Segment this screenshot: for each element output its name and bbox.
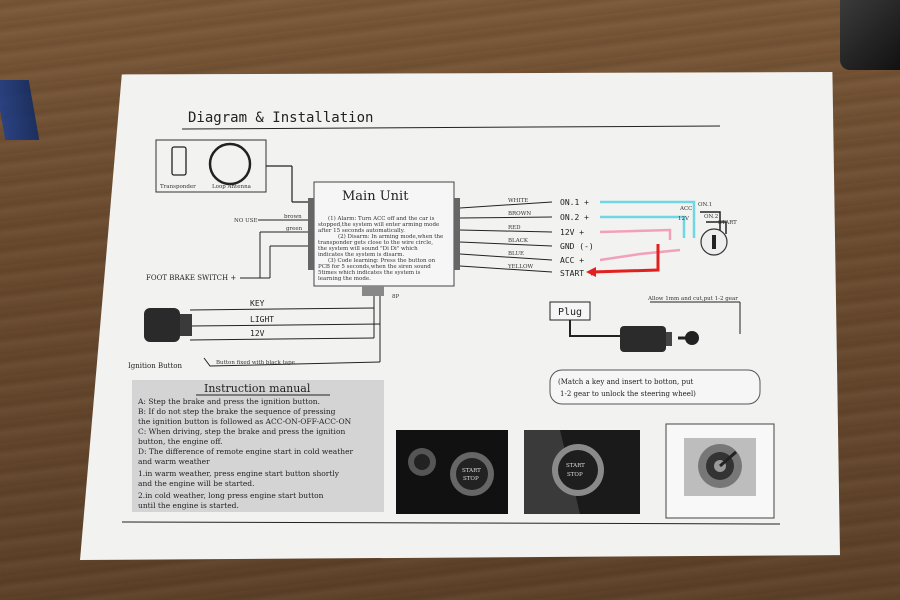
key-note-line-2: 1-2 gear to unlock the steering wheel) (560, 390, 696, 398)
connector-8p (362, 286, 384, 296)
term-gnd: GND (-) (560, 242, 594, 251)
plug-label: Plug (558, 307, 582, 318)
svg-text:D: The difference of remote en: D: The difference of remote engine start… (138, 447, 354, 456)
term-on1: ON.1 + (560, 198, 589, 207)
photo-start-button-1: START STOP (396, 430, 508, 514)
wire-key: KEY (250, 299, 265, 308)
svg-text:(1) Alarm: Turn ACC off and th: (1) Alarm: Turn ACC off and the car is (328, 215, 435, 222)
svg-text:PCB for 5 seconds,when the sir: PCB for 5 seconds,when the siren sound (318, 264, 431, 270)
green-wire-label: green (286, 226, 303, 232)
foot-brake-label: FOOT BRAKE SWITCH + (146, 274, 236, 282)
svg-text:B: If do not step the brake t: B: If do not step the brake the sequence… (138, 407, 336, 416)
svg-text:learning the mode.: learning the mode. (318, 276, 371, 282)
wire-light: LIGHT (250, 315, 274, 324)
key-note-box (549, 369, 761, 405)
term-acc: ACC + (560, 256, 584, 265)
ignition-button-label: Ignition Button (128, 362, 182, 370)
term-on2: ON.2 + (560, 213, 589, 222)
svg-text:(3) Code learning: Press the b: (3) Code learning: Press the button on (328, 257, 436, 264)
loop-antenna-label: Loop Antenna (212, 184, 252, 190)
connector-label: 8P (392, 294, 399, 300)
svg-text:START: START (462, 468, 481, 474)
wire-red: RED (508, 225, 521, 231)
svg-text:indicates the system is disarm: indicates the system is disarm. (318, 252, 404, 258)
no-use-label: NO USE (234, 218, 258, 224)
plug-note: Allow 1mm and cut,put 1-2 gear (647, 296, 738, 302)
svg-text:after 15 seconds automatically: after 15 seconds automatically. (318, 228, 405, 234)
ign-start-label: START (718, 220, 737, 226)
svg-text:the system will sound "Di Di": the system will sound "Di Di" which (318, 246, 418, 252)
ign-12v-label: 12V (678, 216, 690, 222)
manual-title: Instruction manual (204, 382, 311, 395)
wire-white: WHITE (508, 198, 528, 204)
wire-black: BLACK (508, 238, 529, 244)
button-note: Button fixed with black tape (216, 360, 295, 366)
output-wires (459, 201, 553, 273)
svg-text:and warm weather: and warm weather (138, 457, 210, 466)
main-unit-label: Main Unit (342, 189, 409, 204)
loop-antenna-icon (208, 142, 252, 186)
svg-text:1.in warm weather, press engin: 1.in warm weather, press engine start bu… (138, 469, 340, 478)
svg-text:2.in cold weather, long press: 2.in cold weather, long press engine sta… (138, 491, 324, 500)
svg-text:stopped,the system will enter: stopped,the system will enter arming mod… (318, 222, 439, 228)
wire-blue: BLUE (508, 251, 524, 257)
steering-lock-icon (620, 326, 666, 352)
diagram-title: Diagram & Installation (188, 110, 373, 126)
photo-key-lock (665, 423, 775, 519)
svg-text:(2) Disarm: In arming mode,whe: (2) Disarm: In arming mode,when the (338, 233, 443, 240)
svg-text:C: When driving, step the brak: C: When driving, step the brake and pres… (138, 427, 345, 436)
svg-text:STOP: STOP (567, 472, 583, 478)
svg-text:5times which indicates the sys: 5times which indicates the system is (318, 270, 421, 276)
wire-brown: BROWN (508, 211, 531, 217)
term-12v: 12V + (560, 228, 584, 237)
key-note-line-1: (Match a key and insert to botton, put (558, 378, 693, 386)
svg-text:the ignition button is followe: the ignition button is followed as ACC-O… (138, 417, 352, 426)
ign-acc-label: ACC (679, 206, 692, 212)
highlight-wires (586, 200, 727, 277)
svg-text:and the engine will be started: and the engine will be started. (138, 479, 254, 488)
key-icon (685, 331, 699, 345)
main-unit-notes: (1) Alarm: Turn ACC off and the car is s… (318, 215, 443, 282)
svg-text:button, the engine off.: button, the engine off. (138, 437, 223, 446)
ign-on1-label: ON.1 (698, 202, 712, 208)
wire-yellow: YELLOW (507, 264, 533, 270)
photo-start-button-2: START STOP (524, 430, 640, 514)
bottom-rule (121, 521, 781, 525)
title-underline (181, 125, 721, 130)
svg-text:until the engine is started.: until the engine is started. (138, 501, 239, 510)
brown-wire-label: brown (284, 214, 302, 220)
transponder-label: Transponder (160, 184, 196, 190)
transponder-icon (171, 146, 187, 176)
term-start: START + (560, 269, 594, 278)
ign-on2-label: ON.2 (704, 214, 718, 220)
svg-text:STOP: STOP (463, 476, 479, 482)
diagram-content: Diagram & Installation Transponder Loop … (80, 72, 840, 560)
instruction-manual-box (132, 380, 384, 512)
svg-text:A: Step the brake and press th: A: Step the brake and press the ignition… (137, 397, 320, 406)
svg-text:START: START (566, 463, 585, 469)
wire-12v: 12V (250, 329, 265, 338)
laptop-corner (840, 0, 900, 70)
ignition-button-icon (144, 308, 180, 342)
manual-lines: A: Step the brake and press the ignition… (137, 397, 354, 510)
svg-text:transponder gets close to the: transponder gets close to the wire circl… (318, 240, 433, 246)
